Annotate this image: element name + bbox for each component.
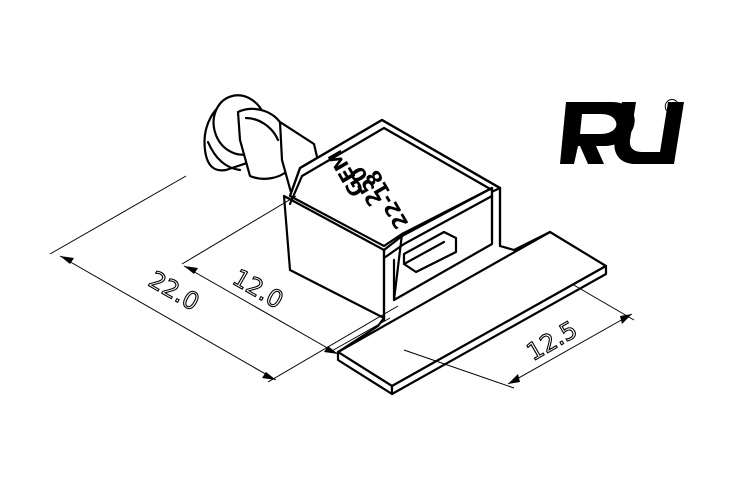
mating-tab [336, 230, 608, 396]
registered-symbol: ® [662, 95, 682, 119]
dimension-tab-width: 12.5 [403, 283, 635, 389]
housing-body [282, 118, 552, 354]
body-length-label: 12.0 [228, 264, 288, 315]
ul-recognized-logo: ® [560, 95, 684, 164]
